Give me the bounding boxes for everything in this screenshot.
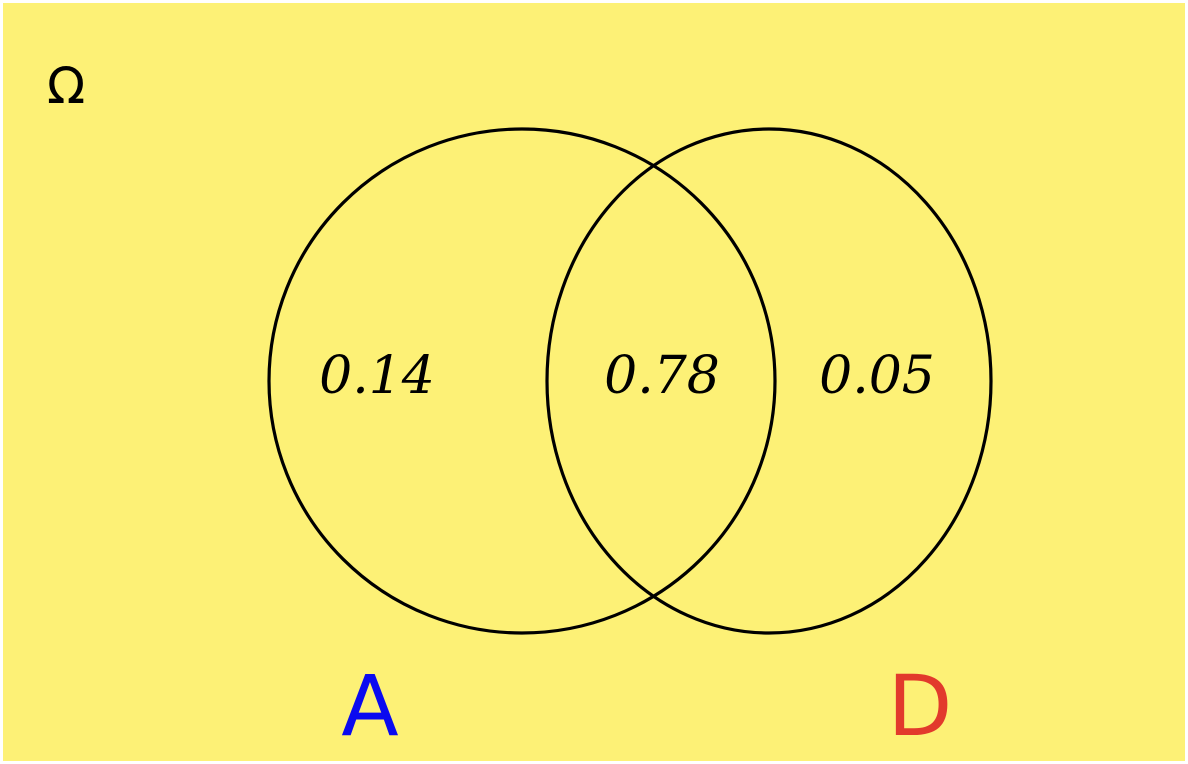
region-only-a-value: 0.14 (319, 346, 435, 406)
region-only-d-value: 0.05 (819, 346, 935, 406)
set-d-circle (545, 127, 993, 635)
set-a-label: A (341, 657, 398, 755)
set-d-label: D (888, 657, 953, 755)
region-a-and-d-value: 0.78 (604, 346, 720, 406)
set-a-circle (267, 127, 777, 635)
universe-symbol: Ω (47, 57, 85, 115)
universe-rectangle (3, 3, 1185, 761)
